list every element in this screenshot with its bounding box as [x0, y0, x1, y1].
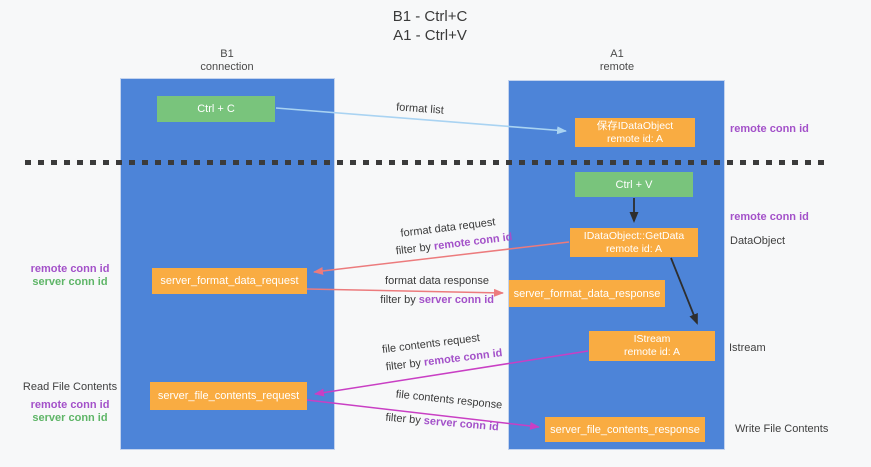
node-idataobject-getdata: IDataObject::GetData remote id: A: [570, 228, 698, 257]
node-istream-line2: remote id: A: [623, 346, 681, 358]
diagram-title: B1 - Ctrl+C A1 - Ctrl+V: [330, 7, 530, 45]
lane-a1-title: A1: [610, 48, 624, 60]
node-save-idataobject-line2: remote id: A: [606, 132, 664, 145]
label-server-conn-id-upper-left: server conn id: [32, 276, 108, 288]
filter-remote-conn-id: remote conn id: [423, 347, 504, 369]
node-server-file-contents-request: server_file_contents_request: [150, 382, 307, 410]
dashed-separator-line: [25, 160, 831, 165]
label-remote-conn-id-upper-left: remote conn id: [30, 263, 110, 275]
node-istream-line1: IStream: [633, 333, 671, 345]
node-save-idataobject-line1: 保存IDataObject: [596, 119, 674, 132]
label-remote-conn-id-lower-left: remote conn id: [30, 399, 110, 411]
label-write-file-contents: Write File Contents: [735, 423, 829, 435]
lane-b1-subtitle: connection: [200, 61, 254, 73]
edge-label-format-data-response: format data response: [385, 275, 489, 287]
label-dataobject: DataObject: [730, 235, 786, 247]
node-ctrl-c: Ctrl + C: [157, 96, 275, 122]
filter-remote-conn-id: remote conn id: [433, 231, 514, 253]
node-getdata-line1: IDataObject::GetData: [583, 229, 685, 242]
lane-b1-title: B1: [220, 48, 234, 60]
edge-label-filter-server-1: filter by server conn id: [368, 282, 494, 318]
filter-server-conn-id: server conn id: [423, 414, 500, 434]
edge-label-format-list: format list: [395, 101, 445, 117]
lane-header-b1: B1 connection: [147, 48, 307, 74]
label-remote-conn-id-mid-right: remote conn id: [730, 211, 809, 223]
label-read-file-contents: Read File Contents: [22, 381, 118, 393]
title-line-2: A1 - Ctrl+V: [393, 27, 467, 44]
node-istream: IStream remote id: A: [589, 331, 715, 361]
label-conn-id-pair-upper-left: remote conn id server conn id: [15, 263, 125, 289]
node-save-idataobject: 保存IDataObject remote id: A: [575, 118, 695, 147]
filter-server-conn-id: server conn id: [418, 294, 494, 306]
label-istream: Istream: [729, 342, 766, 354]
node-getdata-line2: remote id: A: [605, 242, 663, 255]
title-line-1: B1 - Ctrl+C: [392, 8, 468, 25]
label-server-conn-id-lower-left: server conn id: [32, 412, 108, 424]
lane-header-a1: A1 remote: [537, 48, 697, 74]
node-ctrl-v: Ctrl + V: [575, 172, 693, 197]
filter-by-text: filter by: [384, 411, 425, 427]
node-server-file-contents-response: server_file_contents_response: [545, 417, 705, 442]
label-remote-conn-id-top-right: remote conn id: [730, 123, 809, 135]
lane-a1-subtitle: remote: [599, 61, 635, 73]
node-server-format-data-response: server_format_data_response: [509, 280, 665, 307]
filter-by-text: filter by: [380, 294, 419, 306]
filter-by-text: filter by: [395, 240, 435, 258]
label-conn-id-pair-lower-left: remote conn id server conn id: [15, 399, 125, 425]
node-server-format-data-request: server_format_data_request: [152, 268, 307, 294]
filter-by-text: filter by: [385, 356, 425, 374]
